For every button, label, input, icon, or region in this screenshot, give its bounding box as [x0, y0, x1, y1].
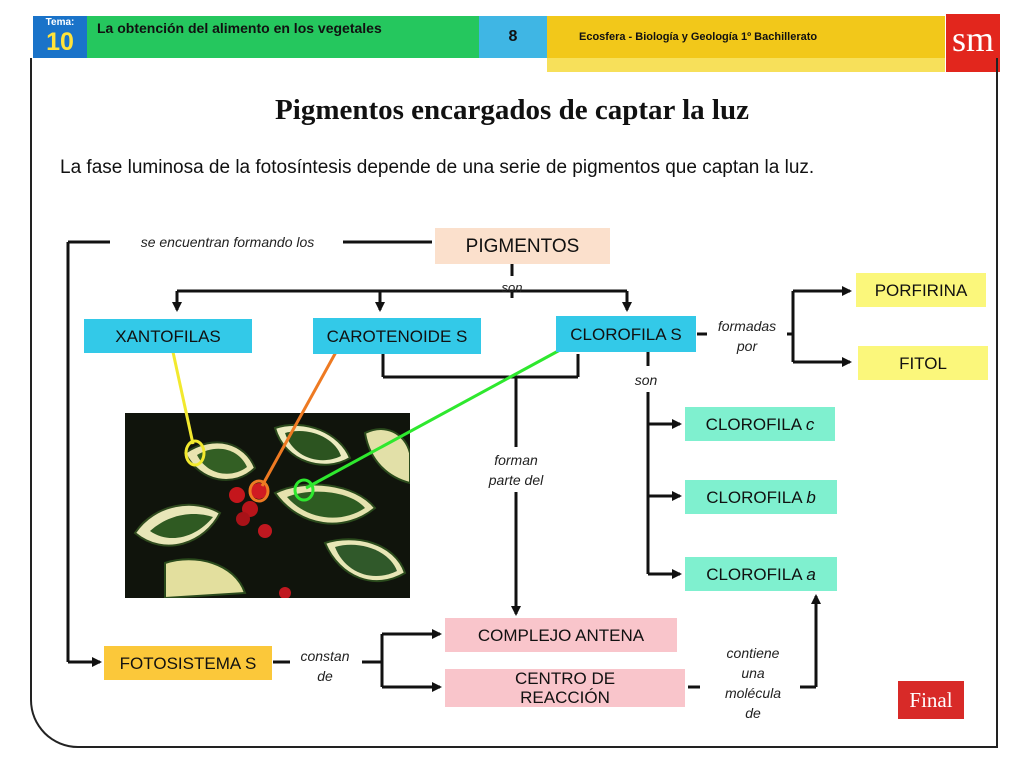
link-contiene-line4: de	[745, 705, 761, 721]
slide-frame	[30, 58, 998, 748]
link-contiene-line2: una	[741, 665, 765, 681]
link-son-top: son	[501, 280, 523, 295]
xantofila-pointer	[171, 351, 195, 445]
clorofila-marker	[293, 478, 315, 502]
node-clorofila-c-prefix: CLOROFILA	[705, 414, 806, 434]
node-centro-reaccion: CENTRO DE REACCIÓN	[445, 669, 685, 707]
node-carotenoides: CAROTENOIDE S	[313, 318, 481, 354]
link-formadas-line1: formadas	[717, 318, 777, 334]
page-number: 8	[479, 16, 547, 58]
carotenoide-pointer	[260, 351, 338, 487]
node-clorofila-b-prefix: CLOROFILA	[706, 487, 807, 507]
node-clorofilas: CLOROFILA S	[556, 316, 696, 352]
holly-photo	[125, 413, 410, 598]
node-clorofila-c: CLOROFILA c	[685, 407, 835, 441]
holly-leaves	[133, 423, 410, 598]
node-fitol: FITOL	[858, 346, 988, 380]
node-complejo-antena: COMPLEJO ANTENA	[445, 618, 677, 652]
node-porfirina: PORFIRINA	[856, 273, 986, 307]
link-formadas-por: formadas por	[708, 316, 786, 356]
tema-badge: Tema: 10	[33, 16, 87, 58]
node-clorofila-c-letter: c	[805, 414, 815, 434]
header-strip	[547, 58, 945, 72]
book-title: Ecosfera - Biología y Geología 1º Bachil…	[547, 16, 945, 58]
tema-label: Tema:	[45, 17, 75, 28]
clorofila-pointer	[305, 348, 561, 490]
node-fotosistemas: FOTOSISTEMA S	[104, 646, 272, 680]
link-forman-line2: parte del	[488, 472, 544, 488]
xantofila-marker	[184, 439, 206, 467]
topic-title: La obtención del alimento en los vegetal…	[87, 16, 479, 58]
link-formadas-line2: por	[736, 338, 758, 354]
link-contiene-line1: contiene	[726, 645, 780, 661]
link-constan-de: constan de	[290, 646, 360, 686]
link-son-right: son	[634, 372, 658, 388]
link-constan-line1: constan	[300, 648, 350, 664]
node-clorofila-b-letter: b	[806, 487, 816, 507]
carotenoide-marker	[248, 479, 270, 503]
link-contiene-line3: molécula	[724, 685, 782, 701]
node-pigmentos: PIGMENTOS	[435, 228, 610, 264]
link-forman-line1: forman	[494, 452, 538, 468]
slide-intro: La fase luminosa de la fotosíntesis depe…	[60, 157, 815, 178]
node-clorofila-a-prefix: CLOROFILA	[706, 564, 807, 584]
link-constan-line2: de	[317, 668, 333, 684]
link-contiene: contiene una molécula de	[706, 643, 800, 723]
node-xantofilas: XANTOFILAS	[84, 319, 252, 353]
holly-berries	[229, 483, 291, 598]
final-button[interactable]: Final	[898, 681, 964, 719]
tema-number: 10	[46, 28, 74, 56]
link-forman-parte: forman parte del	[476, 450, 556, 490]
link-se-encuentran: se encuentran formando los	[140, 234, 315, 250]
node-clorofila-a: CLOROFILA a	[685, 557, 837, 591]
node-clorofila-a-letter: a	[806, 564, 816, 584]
node-clorofila-b: CLOROFILA b	[685, 480, 837, 514]
slide-title: Pigmentos encargados de captar la luz	[275, 94, 749, 126]
